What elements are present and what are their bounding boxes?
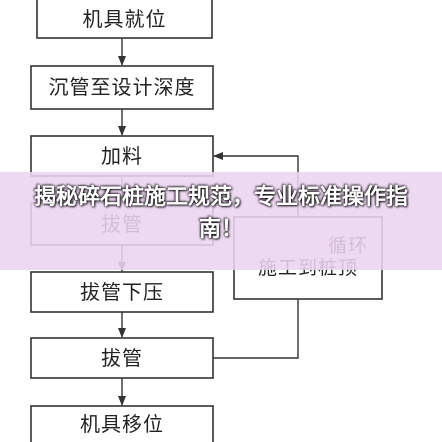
step-label-6: 拔管 bbox=[101, 345, 143, 370]
step-box-2 bbox=[30, 65, 214, 110]
step-box-7 bbox=[30, 405, 214, 442]
step-label-7: 机具移位 bbox=[80, 411, 164, 436]
title-banner bbox=[0, 172, 442, 270]
step-box-1 bbox=[36, 0, 213, 39]
step-label-2: 沉管至设计深度 bbox=[48, 75, 196, 99]
step-label-1: 机具就位 bbox=[82, 6, 167, 31]
step-label-3: 加料 bbox=[101, 143, 143, 168]
step-box-5 bbox=[30, 271, 214, 313]
banner-title: 揭秘碎石桩施工规范，专业标准操作指南！ bbox=[33, 185, 408, 242]
step-label-5: 拔管下压 bbox=[80, 279, 164, 304]
loop-line-from-step6 bbox=[213, 299, 299, 359]
